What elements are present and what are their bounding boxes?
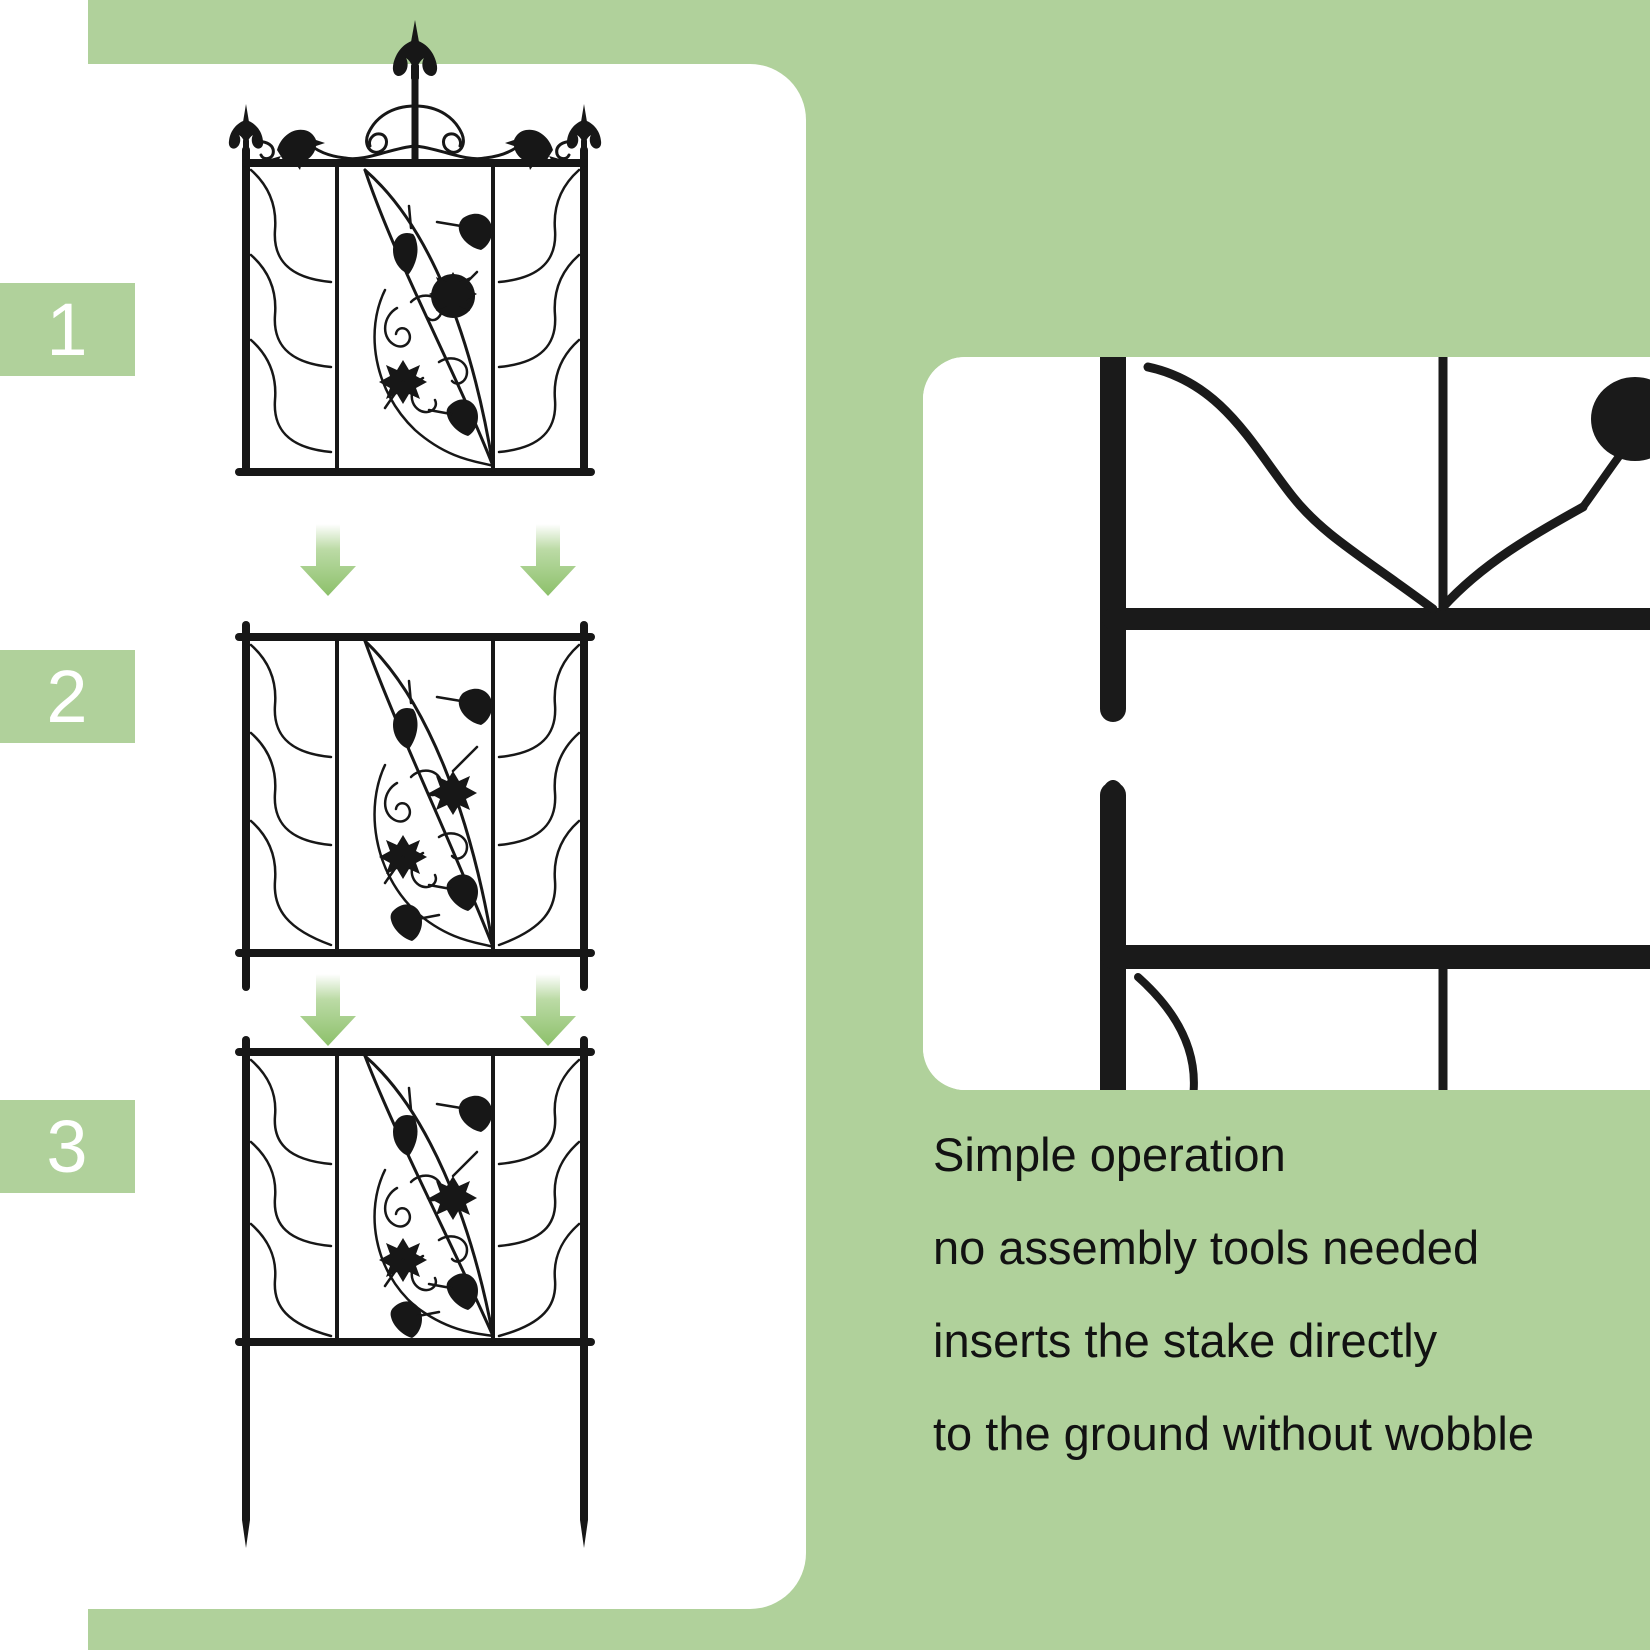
down-arrow-icon: [520, 524, 576, 596]
vine-curve: [1438, 502, 1588, 612]
leaf-icon: [446, 874, 479, 911]
trellis-panel-1: [215, 10, 635, 520]
arrow-row-1-graphic: [300, 524, 576, 596]
ground-stake: [580, 1342, 588, 1548]
caption-line-4: to the ground without wobble: [933, 1407, 1534, 1460]
step-badge-1-number: 1: [46, 288, 89, 371]
flower-icon: [1591, 377, 1650, 461]
leaf-icon: [458, 1095, 493, 1132]
flower-icon: [429, 771, 477, 815]
leaf-icon: [393, 232, 418, 274]
trellis-panel-3: [215, 1030, 635, 1555]
down-arrow-icon: [520, 974, 576, 1046]
down-arrow-icon: [300, 974, 356, 1046]
step-badge-2: 2: [0, 650, 135, 743]
arrow-row-1: [300, 520, 580, 605]
fleur-de-lis-icon: [392, 20, 438, 80]
step-badge-2-number: 2: [46, 655, 89, 738]
trellis-panel-2: [215, 615, 635, 1005]
step-badge-3: 3: [0, 1100, 135, 1193]
step-badge-1: 1: [0, 283, 135, 376]
flower-icon: [429, 1176, 477, 1220]
caption-line-2: no assembly tools needed: [933, 1221, 1480, 1274]
down-arrow-icon: [300, 524, 356, 596]
ground-stake: [1101, 780, 1125, 795]
leaf-icon: [390, 904, 423, 941]
caption-line-3: inserts the stake directly: [933, 1314, 1438, 1367]
fleur-de-lis-icon: [566, 104, 602, 151]
ground-stake: [242, 1342, 250, 1548]
leaf-icon: [458, 688, 493, 725]
leaf-icon: [446, 1273, 479, 1310]
closeup-photo-graphic: [923, 357, 1650, 1090]
trellis-panel-1-graphic: [228, 20, 602, 476]
closeup-photo-card: [923, 357, 1650, 1090]
trellis-panel-3-graphic: [235, 1036, 595, 1548]
arrow-row-2: [300, 970, 580, 1055]
caption-line-1: Simple operation: [933, 1128, 1286, 1181]
leaf-icon: [446, 399, 479, 436]
vine-curve: [1143, 362, 1438, 614]
leaf-icon: [393, 707, 418, 749]
step-badge-3-number: 3: [46, 1105, 89, 1188]
leaf-icon: [393, 1114, 418, 1156]
leaf-icon: [458, 213, 493, 250]
fleur-de-lis-icon: [228, 104, 264, 151]
leaf-icon: [390, 1301, 423, 1338]
trellis-panel-2-graphic: [235, 621, 595, 991]
vine-curve: [1134, 973, 1198, 1090]
arrow-row-2-graphic: [300, 974, 576, 1046]
feature-caption: Simple operation no assembly tools neede…: [933, 1108, 1633, 1480]
